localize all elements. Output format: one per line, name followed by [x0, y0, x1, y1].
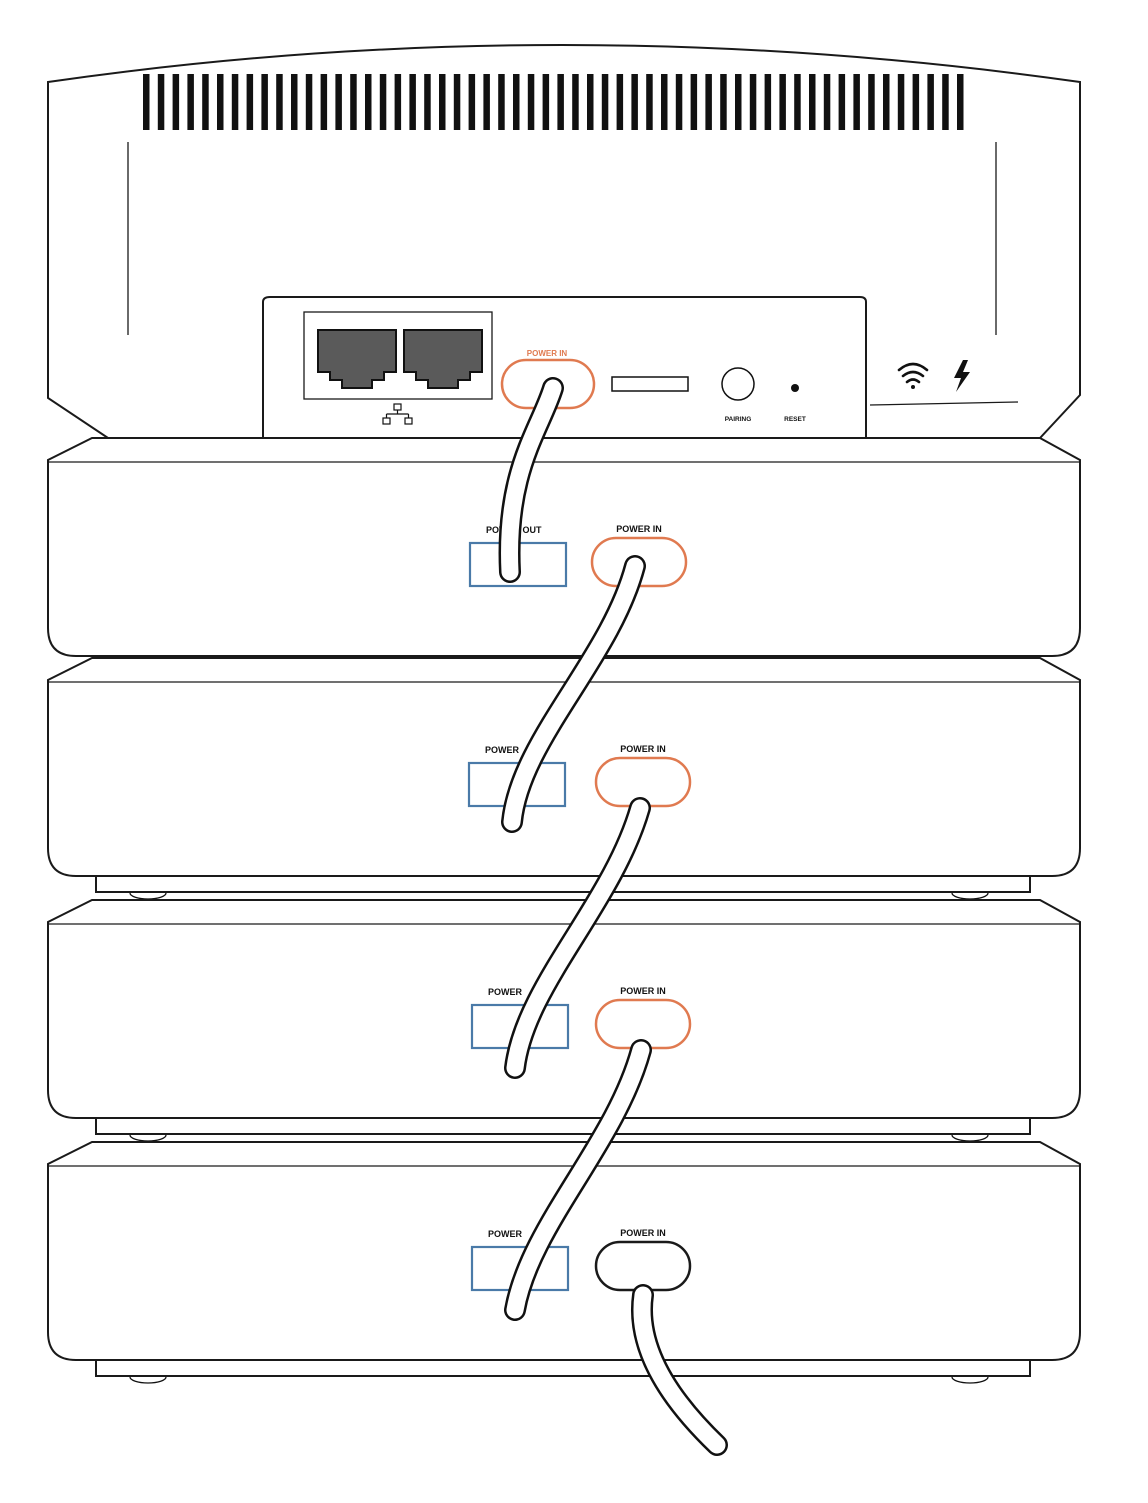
- vent-slot: [646, 74, 653, 130]
- vent-slot: [231, 74, 239, 130]
- vent-slot: [439, 74, 446, 130]
- vent-slot: [720, 74, 727, 130]
- vent-slot: [261, 74, 268, 130]
- power-in-label: POWER IN: [620, 986, 666, 996]
- vent-slot: [735, 74, 742, 130]
- reset-button[interactable]: [791, 384, 799, 392]
- power-out-label: POWER: [488, 987, 523, 997]
- vent-slot: [335, 74, 342, 130]
- vent-slot: [779, 74, 786, 130]
- vent-slot: [246, 74, 254, 130]
- vent-slot: [957, 74, 964, 130]
- pairing-button[interactable]: [721, 367, 755, 401]
- rj45-port-icon: [317, 329, 397, 389]
- pairing-label: PAIRING: [725, 416, 752, 423]
- vent-slot: [409, 74, 416, 130]
- reset-label: RESET: [784, 416, 806, 423]
- power-in-label: POWER IN: [620, 1228, 666, 1238]
- cable-module-1-to-module-2: [501, 555, 646, 833]
- vent-slot: [557, 74, 564, 130]
- vent-slot: [690, 74, 698, 130]
- vent-slot: [764, 74, 772, 130]
- vent-slot: [794, 74, 801, 130]
- vent-slot: [483, 74, 490, 130]
- vent-slot: [513, 74, 520, 130]
- ethernet-port-1[interactable]: [317, 329, 397, 389]
- vent-slot: [838, 74, 846, 130]
- power-in-label: POWER IN: [616, 524, 662, 534]
- cable-module-3-to-module-4: [504, 1039, 652, 1321]
- vent-slot: [527, 74, 535, 130]
- cable-module-4-to-wall: [631, 1284, 728, 1456]
- power-out-label: POWER: [485, 745, 520, 755]
- vent-slot: [809, 74, 816, 130]
- battery-module-4: POWER POWER IN: [47, 1141, 1081, 1384]
- vent-slot: [572, 74, 579, 130]
- vent-slot: [661, 74, 668, 130]
- vent-slot: [853, 74, 860, 130]
- vent-slot: [883, 74, 890, 130]
- ventilation-grille: [143, 74, 964, 130]
- vent-slot: [927, 74, 934, 130]
- vent-slot: [912, 74, 920, 130]
- cable-router-to-module-1: [498, 377, 564, 583]
- vent-slot: [305, 74, 313, 130]
- vent-slot: [187, 74, 194, 130]
- power-in-port[interactable]: [594, 1240, 692, 1292]
- router-unit: POWER IN PAIRING RESET: [47, 44, 1081, 439]
- vent-slot: [897, 74, 905, 130]
- vent-slot: [350, 74, 357, 130]
- ethernet-port-frame: [303, 311, 493, 400]
- ethernet-port-2[interactable]: [403, 329, 483, 389]
- vent-slot: [172, 74, 180, 130]
- vent-slot: [468, 74, 476, 130]
- vent-slot: [453, 74, 461, 130]
- power-cables: [498, 377, 728, 1456]
- vent-slot: [365, 74, 372, 130]
- power-out-label: POWER: [488, 1229, 523, 1239]
- vent-slot: [394, 74, 402, 130]
- vent-slot: [868, 74, 875, 130]
- vent-slot: [705, 74, 712, 130]
- rj45-port-icon: [403, 329, 483, 389]
- vent-slot: [749, 74, 757, 130]
- power-in-label: POWER IN: [527, 349, 568, 358]
- ethernet-icon: [382, 403, 413, 425]
- vent-slot: [631, 74, 638, 130]
- vent-slot: [217, 74, 224, 130]
- vent-slot: [942, 74, 949, 130]
- vent-slot: [157, 74, 165, 130]
- vent-slot: [379, 74, 387, 130]
- vent-slot: [542, 74, 550, 130]
- vent-slot: [276, 74, 283, 130]
- wifi-icon: [897, 362, 929, 389]
- vent-slot: [587, 74, 594, 130]
- vent-slot: [143, 74, 150, 130]
- lightning-icon: [954, 360, 970, 392]
- battery-module-3: POWER POWER IN: [47, 899, 1081, 1142]
- vent-slot: [823, 74, 831, 130]
- vent-slot: [320, 74, 328, 130]
- power-in-label: POWER IN: [620, 744, 666, 754]
- vent-slot: [616, 74, 624, 130]
- vent-slot: [202, 74, 209, 130]
- vent-slot: [291, 74, 298, 130]
- vent-slot: [675, 74, 683, 130]
- cable-module-2-to-module-3: [504, 797, 651, 1079]
- usb-port[interactable]: [611, 376, 689, 392]
- vent-slot: [498, 74, 505, 130]
- vent-slot: [601, 74, 609, 130]
- vent-slot: [424, 74, 431, 130]
